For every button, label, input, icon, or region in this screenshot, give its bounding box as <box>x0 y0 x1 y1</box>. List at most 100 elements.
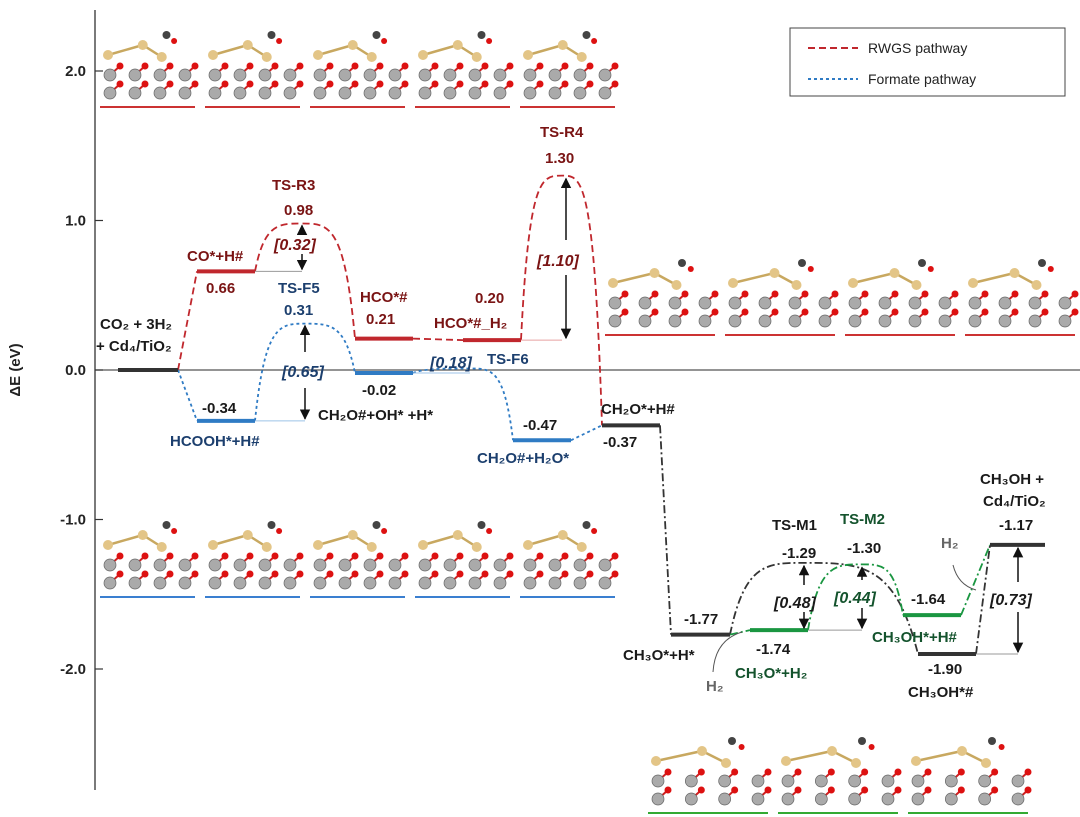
o-atom <box>957 768 965 776</box>
o-atom <box>861 290 869 298</box>
o-atom <box>611 552 619 560</box>
o-atom <box>891 308 899 316</box>
cd-atom <box>452 40 463 50</box>
y-tick-label: 2.0 <box>65 63 86 80</box>
tsf6-barrier: [0.18] <box>429 355 472 372</box>
cd-atom <box>366 52 377 62</box>
cd-bond <box>107 43 163 59</box>
formate-path-segment <box>570 424 603 442</box>
ti-atom <box>363 86 377 100</box>
ti-atom <box>751 792 765 806</box>
ti-atom <box>128 576 142 590</box>
o-atom <box>401 570 409 578</box>
cd-bond <box>527 533 583 549</box>
o-atom <box>191 62 199 70</box>
ti-atom <box>258 86 272 100</box>
ti-atom <box>523 86 537 100</box>
ti-atom <box>814 774 828 788</box>
ti-atom <box>468 576 482 590</box>
cd-atom <box>523 50 533 60</box>
ti-atom <box>638 296 652 310</box>
cd-atom <box>721 758 731 768</box>
ti-atom <box>598 86 612 100</box>
rwgs-path-segment <box>177 271 198 371</box>
ti-atom <box>363 68 377 82</box>
c-atom <box>372 31 381 39</box>
ti-atom <box>493 86 507 100</box>
ti-atom <box>258 576 272 590</box>
o-atom <box>611 80 619 88</box>
ti-atom <box>881 774 895 788</box>
o-atom <box>1071 290 1079 298</box>
ti-atom <box>818 296 832 310</box>
cd-bond <box>972 271 1038 287</box>
ti-atom <box>283 576 297 590</box>
o-atom <box>456 552 464 560</box>
o-atom <box>924 786 932 794</box>
o-atom <box>957 786 965 794</box>
tsr3-label: TS-R3 <box>272 177 315 194</box>
o-atom <box>831 290 839 298</box>
ch3oh-label: CH₃OH*# <box>908 684 974 701</box>
ti-atom <box>908 314 922 328</box>
cd-atom <box>728 278 738 288</box>
o-atom <box>586 570 594 578</box>
cd-bond <box>317 43 373 59</box>
cd-atom <box>957 746 967 756</box>
cd-atom <box>103 540 113 550</box>
o-atom <box>1041 308 1049 316</box>
ti-atom <box>388 558 402 572</box>
o-atom <box>687 266 694 272</box>
o-atom <box>741 290 749 298</box>
ti-atom <box>178 576 192 590</box>
o-atom <box>141 80 149 88</box>
ti-atom <box>443 576 457 590</box>
final-value: -1.17 <box>999 517 1033 534</box>
ti-atom <box>651 792 665 806</box>
o-atom <box>927 266 934 272</box>
ti-atom <box>258 558 272 572</box>
o-atom <box>561 62 569 70</box>
o-atom <box>861 768 869 776</box>
ti-atom <box>608 296 622 310</box>
cd-atom <box>242 530 253 540</box>
y-tick-label: -2.0 <box>60 661 86 678</box>
c-atom <box>678 259 686 267</box>
o-atom <box>664 786 672 794</box>
ti-atom <box>178 68 192 82</box>
y-axis-label: ΔE (eV) <box>7 343 24 396</box>
o-atom <box>191 80 199 88</box>
ti-atom <box>548 86 562 100</box>
o-atom <box>221 80 229 88</box>
cd-atom <box>208 50 218 60</box>
o-atom <box>431 62 439 70</box>
ti-atom <box>788 314 802 328</box>
molecule-snapshot <box>605 259 719 336</box>
ti-atom <box>1028 296 1042 310</box>
tsm1-value: -1.29 <box>782 545 816 562</box>
ti-atom <box>233 68 247 82</box>
h2_route-path-segment <box>960 544 991 616</box>
ti-atom <box>968 314 982 328</box>
cd-atom <box>418 50 428 60</box>
ti-atom <box>468 68 482 82</box>
o-atom <box>711 308 719 316</box>
h2-out-label: H₂ <box>941 535 959 552</box>
cd-atom <box>103 50 113 60</box>
cd-atom <box>137 530 148 540</box>
ti-atom <box>638 314 652 328</box>
o-atom <box>221 62 229 70</box>
ti-atom <box>128 68 142 82</box>
ch3oh-h-label: CH₃OH*+H# <box>872 629 958 646</box>
ti-atom <box>848 314 862 328</box>
rwgs-barrier-curve <box>254 222 356 339</box>
ti-atom <box>443 86 457 100</box>
o-atom <box>271 552 279 560</box>
c-atom <box>858 737 866 745</box>
o-atom <box>951 290 959 298</box>
tsr4-label: TS-R4 <box>540 124 584 141</box>
o-atom <box>296 552 304 560</box>
cd-atom <box>848 278 858 288</box>
ti-atom <box>523 558 537 572</box>
